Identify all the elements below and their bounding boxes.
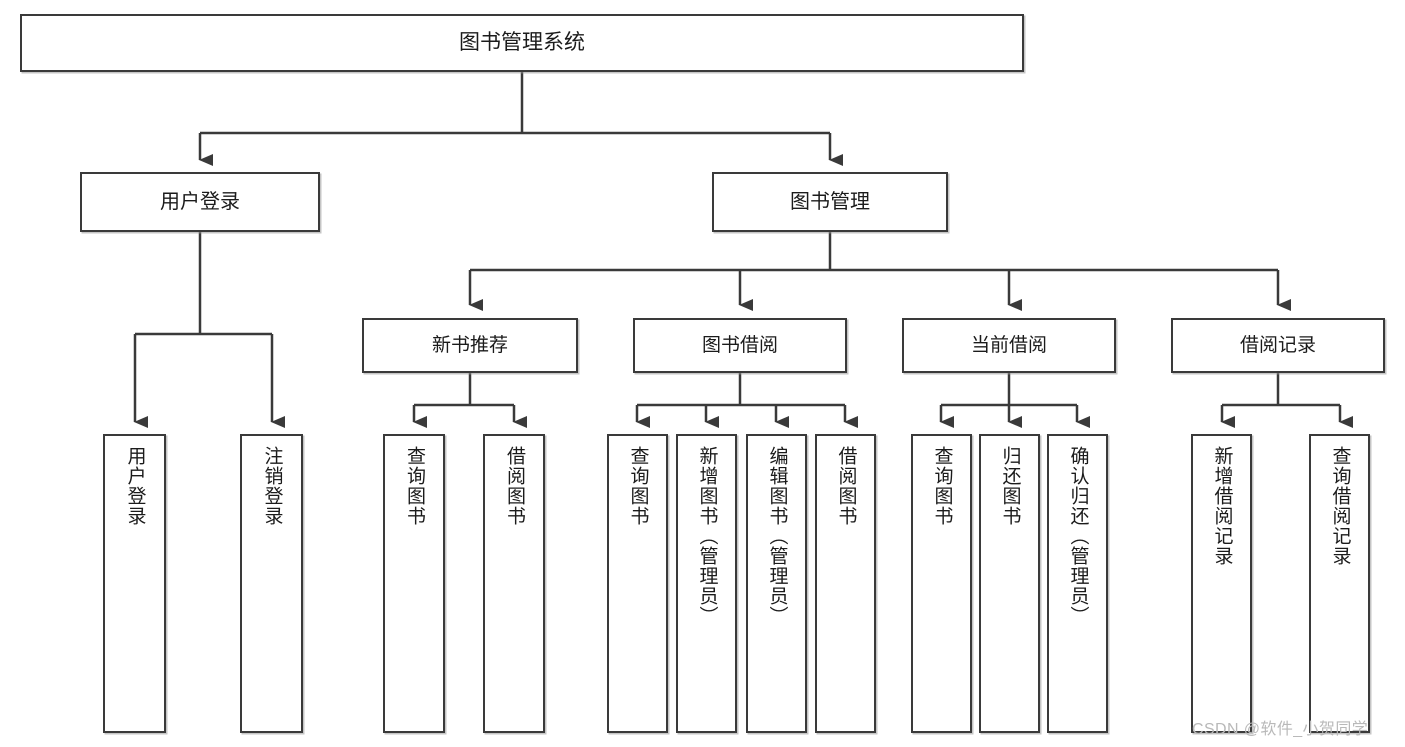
leaf-user-login-login[interactable]: 用户登录: [103, 434, 166, 733]
leaf-book-borrow-edit-label: 编辑图书（管理员）: [766, 446, 788, 626]
leaf-new-book-query-label: 查询图书: [403, 446, 425, 526]
node-borrow-record[interactable]: 借阅记录: [1171, 318, 1385, 373]
leaf-current-borrow-query-label: 查询图书: [931, 446, 953, 526]
node-book-management-label: 图书管理: [790, 190, 870, 213]
leaf-current-borrow-confirm-return-label: 确认归还（管理员）: [1067, 446, 1089, 626]
node-book-management[interactable]: 图书管理: [712, 172, 948, 232]
leaf-current-borrow-confirm-return[interactable]: 确认归还（管理员）: [1047, 434, 1108, 733]
leaf-current-borrow-query[interactable]: 查询图书: [911, 434, 972, 733]
node-new-book-recommend-label: 新书推荐: [431, 334, 508, 356]
leaf-book-borrow-add[interactable]: 新增图书（管理员）: [676, 434, 737, 733]
node-borrow-record-label: 借阅记录: [1239, 334, 1316, 356]
node-user-login-label: 用户登录: [160, 190, 240, 213]
node-user-login[interactable]: 用户登录: [80, 172, 320, 232]
csdn-watermark: CSDN @软件_小贺同学: [1192, 721, 1369, 738]
leaf-current-borrow-return[interactable]: 归还图书: [979, 434, 1040, 733]
leaf-user-login-login-label: 用户登录: [124, 446, 146, 526]
leaf-book-borrow-borrow-label: 借阅图书: [835, 446, 857, 526]
leaf-borrow-record-query[interactable]: 查询借阅记录: [1309, 434, 1370, 733]
leaf-user-login-logout[interactable]: 注销登录: [240, 434, 303, 733]
node-current-borrow-label: 当前借阅: [970, 334, 1047, 356]
node-new-book-recommend[interactable]: 新书推荐: [362, 318, 578, 373]
node-book-borrow[interactable]: 图书借阅: [633, 318, 847, 373]
leaf-borrow-record-add[interactable]: 新增借阅记录: [1191, 434, 1252, 733]
leaf-book-borrow-edit[interactable]: 编辑图书（管理员）: [746, 434, 807, 733]
leaf-book-borrow-query-label: 查询图书: [627, 446, 649, 526]
leaf-user-login-logout-label: 注销登录: [261, 446, 283, 526]
leaf-new-book-borrow-label: 借阅图书: [503, 446, 525, 526]
leaf-borrow-record-add-label: 新增借阅记录: [1211, 446, 1233, 566]
leaf-current-borrow-return-label: 归还图书: [999, 446, 1021, 526]
leaf-new-book-borrow[interactable]: 借阅图书: [483, 434, 545, 733]
leaf-new-book-query[interactable]: 查询图书: [383, 434, 445, 733]
node-root-book-management-system[interactable]: 图书管理系统: [20, 14, 1024, 72]
leaf-book-borrow-query[interactable]: 查询图书: [607, 434, 668, 733]
leaf-book-borrow-add-label: 新增图书（管理员）: [696, 446, 718, 626]
node-current-borrow[interactable]: 当前借阅: [902, 318, 1116, 373]
node-book-borrow-label: 图书借阅: [701, 334, 778, 356]
node-root-label: 图书管理系统: [459, 31, 585, 55]
leaf-book-borrow-borrow[interactable]: 借阅图书: [815, 434, 876, 733]
leaf-borrow-record-query-label: 查询借阅记录: [1329, 446, 1351, 566]
